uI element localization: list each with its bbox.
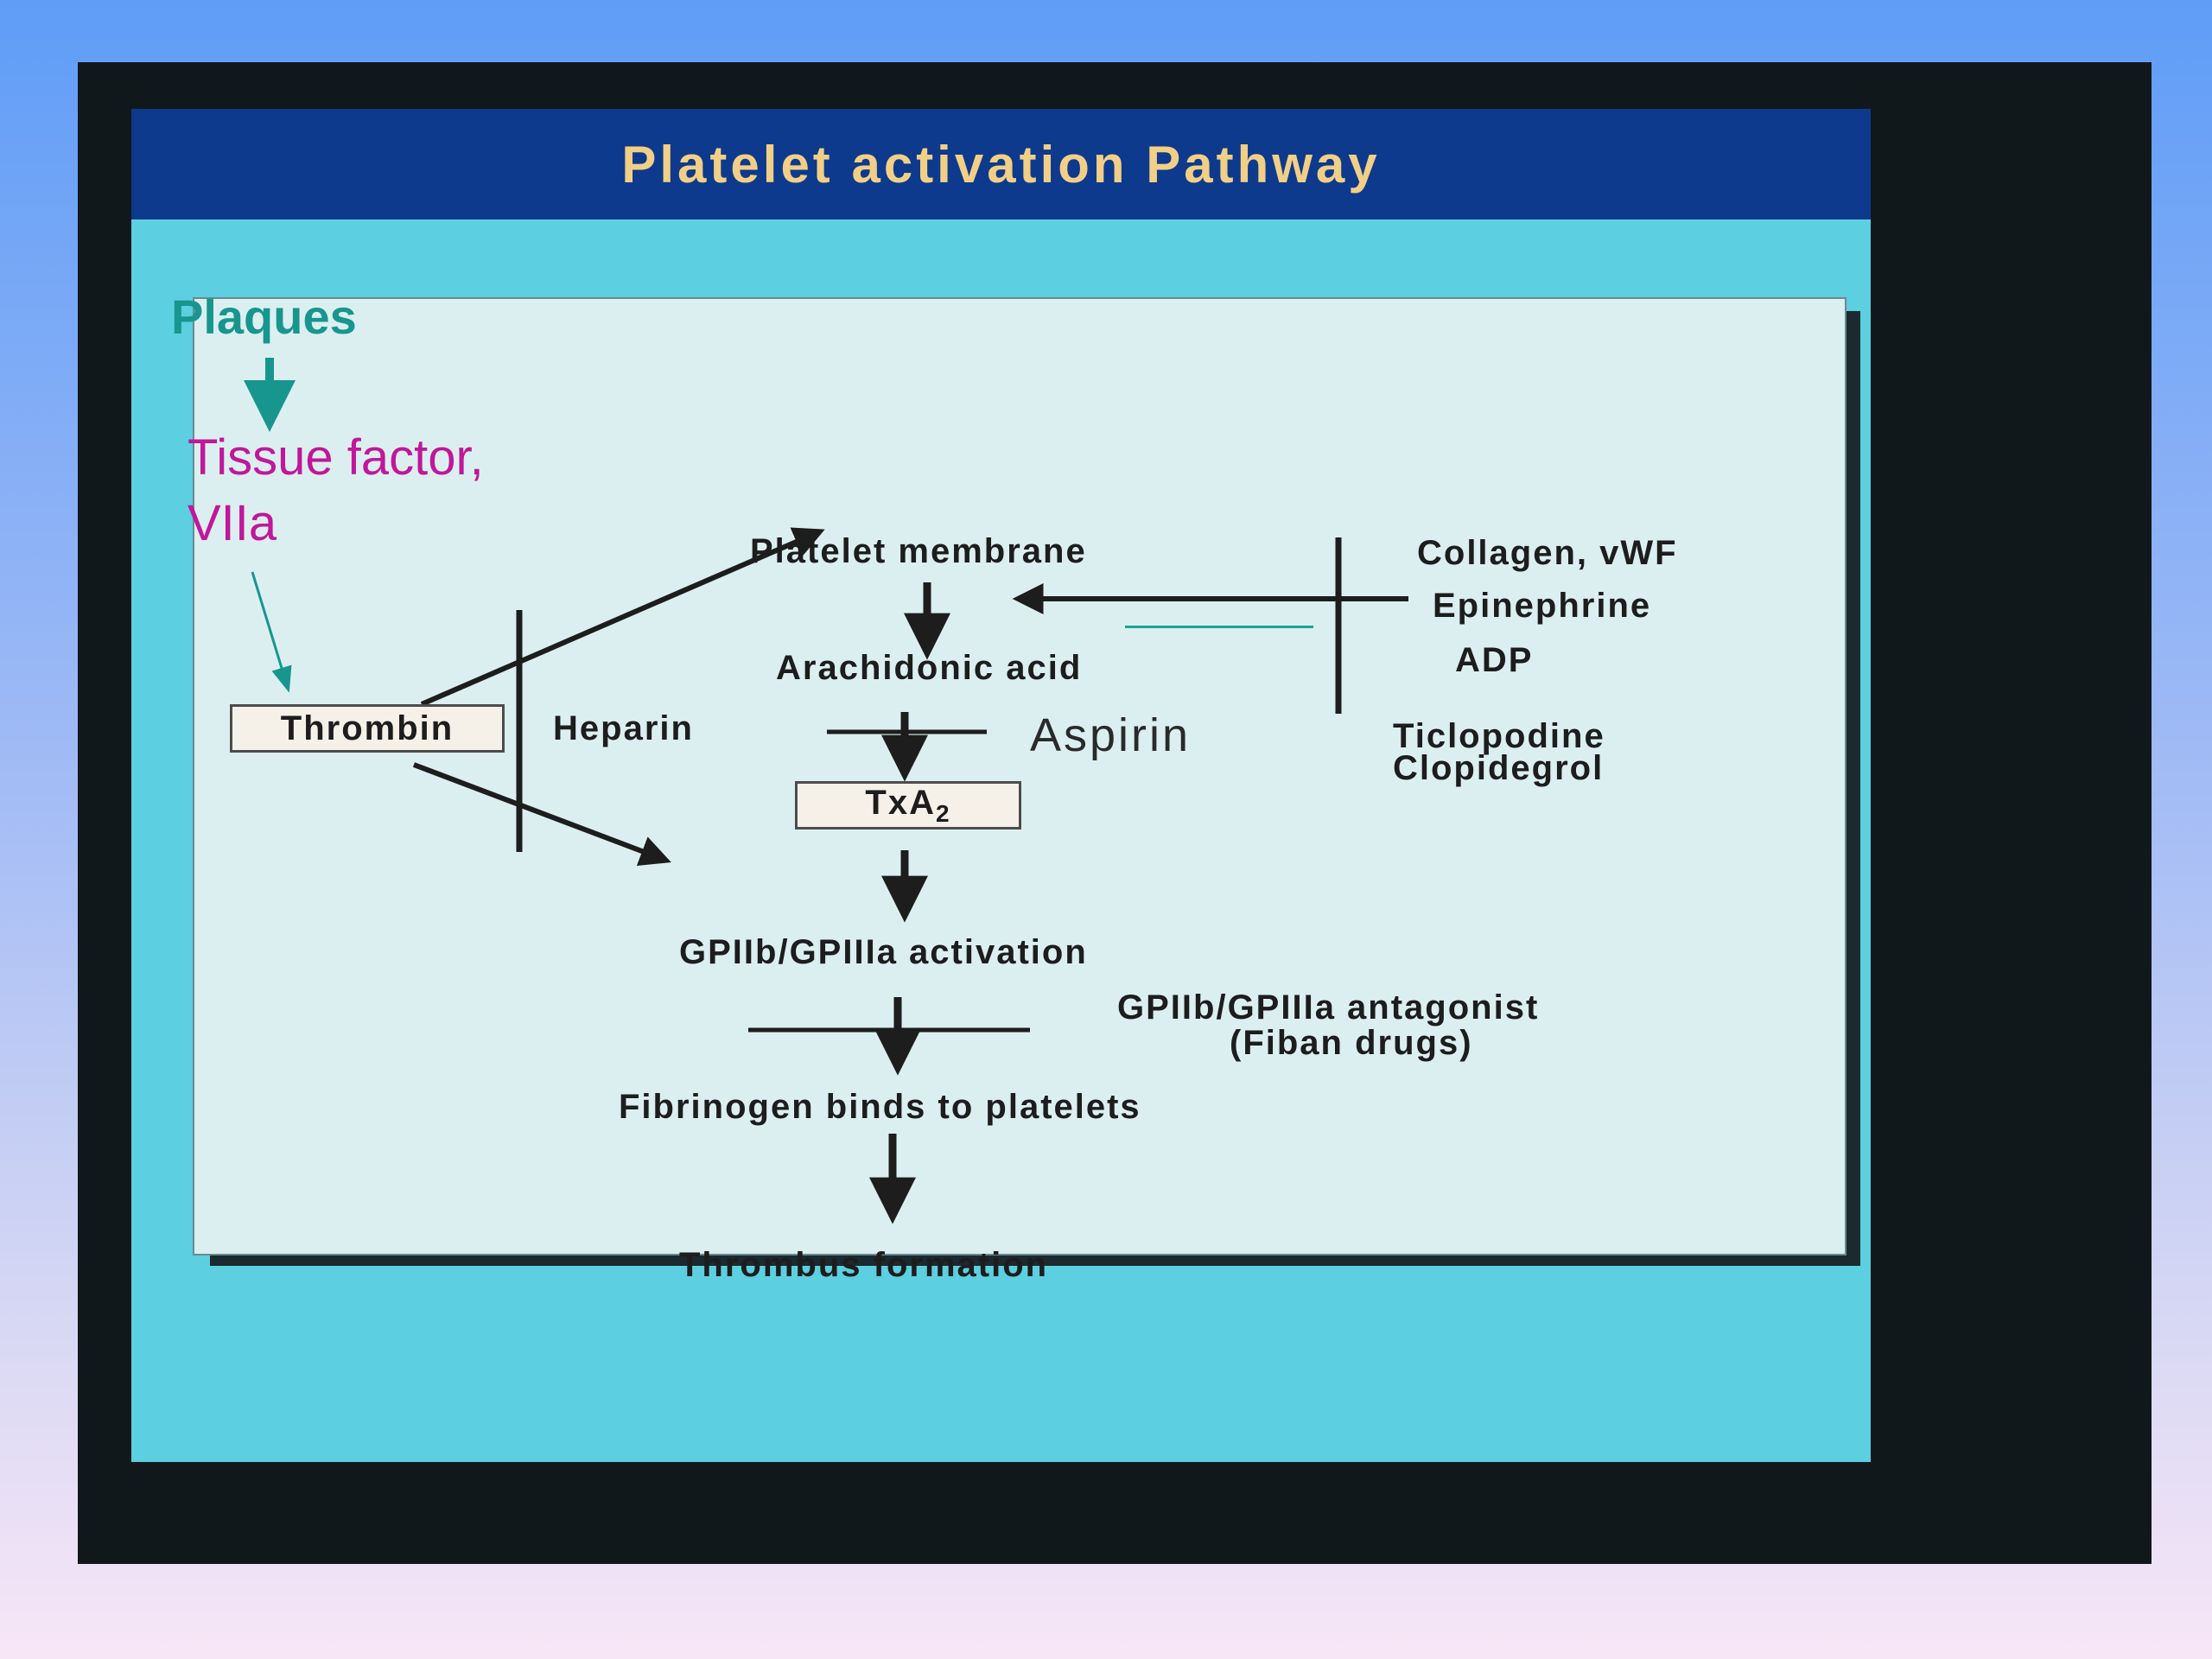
title-bar: Platelet activation Pathway bbox=[131, 109, 1871, 219]
platelet-membrane-label: Platelet membrane bbox=[750, 532, 1087, 570]
gp-activation-label: GPIIb/GPIIIa activation bbox=[679, 933, 1088, 971]
aspirin-label: Aspirin bbox=[1030, 709, 1192, 761]
adp-label: ADP bbox=[1455, 641, 1534, 679]
txa2-box: TxA2 bbox=[795, 781, 1021, 830]
projected-screen: Platelet activation Pathway bbox=[131, 109, 1871, 1462]
aspirin-underline bbox=[1125, 626, 1313, 628]
thrombus-label: Thrombus formation bbox=[679, 1246, 1049, 1284]
thrombin-box: Thrombin bbox=[230, 704, 505, 753]
arachidonic-acid-label: Arachidonic acid bbox=[776, 649, 1083, 687]
ticlopodine-label: Ticlopodine bbox=[1393, 717, 1605, 755]
clopidegrol-label: Clopidegrol bbox=[1393, 749, 1605, 787]
tissue-factor-label: Tissue factor, bbox=[188, 429, 484, 486]
fiban-drugs-label: (Fiban drugs) bbox=[1230, 1024, 1473, 1062]
plaques-label: Plaques bbox=[171, 289, 357, 344]
heparin-label: Heparin bbox=[553, 709, 694, 747]
collagen-label: Collagen, vWF bbox=[1417, 534, 1678, 572]
diagram-panel bbox=[193, 297, 1847, 1255]
pathway-arrows bbox=[244, 358, 1408, 1224]
tissue-to-thrombin-arrow bbox=[251, 571, 292, 693]
epinephrine-label: Epinephrine bbox=[1433, 587, 1652, 625]
thrombin-to-membrane-arrow bbox=[420, 527, 825, 707]
thrombin-label: Thrombin bbox=[280, 709, 454, 747]
gp-antagonist-label: GPIIb/GPIIIa antagonist bbox=[1117, 988, 1540, 1027]
fibrinogen-label: Fibrinogen binds to platelets bbox=[619, 1088, 1141, 1126]
thrombin-to-gp-arrow bbox=[412, 762, 671, 867]
txa2-label: TxA2 bbox=[865, 783, 951, 827]
slide-frame: Platelet activation Pathway bbox=[78, 62, 2152, 1564]
slide-title: Platelet activation Pathway bbox=[621, 135, 1381, 194]
viia-label: VIIa bbox=[188, 495, 277, 551]
